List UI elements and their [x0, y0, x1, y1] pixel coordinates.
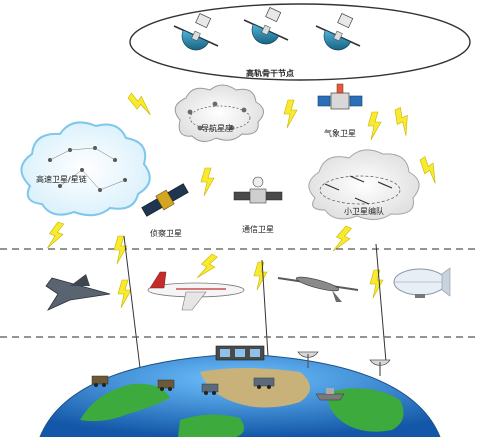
lightning-link	[369, 269, 384, 299]
fighter-jet-icon	[45, 274, 111, 311]
nav-constellation-label: 导航星座	[201, 123, 233, 133]
drone-icon	[277, 276, 359, 302]
lightning-link	[125, 90, 157, 118]
link-lines	[123, 235, 387, 369]
ground-vehicle-icon	[91, 375, 109, 387]
lightning-link	[330, 224, 355, 256]
ground-vehicle-icon	[157, 379, 175, 391]
airship-icon	[393, 267, 451, 298]
lightning-link	[200, 167, 215, 197]
relay-constellation-cloud	[20, 121, 151, 217]
ground-vehicle-icon	[253, 377, 275, 389]
recon-satellite-label: 侦察卫星	[150, 228, 182, 238]
relay-cloud-label: 高速卫星/星链	[36, 174, 87, 184]
small-sat-cluster-cloud	[308, 149, 420, 220]
high-orbit-ellipse	[129, 3, 471, 81]
weather-satellite-label: 气象卫星	[324, 128, 356, 138]
lightning-link	[416, 154, 444, 186]
high-orbit-nodes-label: 高轨骨干节点	[246, 68, 294, 78]
satellite-icon	[233, 176, 283, 204]
ground-vehicle-icon	[201, 383, 219, 395]
lightning-link	[117, 279, 132, 309]
airplane-icon	[147, 271, 245, 311]
lightning-link	[391, 105, 416, 138]
comm-satellite-label: 通信卫星	[242, 224, 274, 234]
small-sat-cluster-label: 小卫星编队	[344, 206, 384, 216]
globe-icon	[39, 353, 441, 437]
nav-constellation-cloud	[174, 84, 264, 142]
radar-dish-icon	[369, 359, 391, 376]
lightning-link	[283, 99, 298, 129]
ground-command-center	[215, 345, 265, 361]
lightning-link	[253, 261, 268, 291]
satellite-icon	[141, 183, 189, 217]
radar-dish-icon	[297, 351, 319, 368]
ship-icon	[315, 388, 345, 401]
lightning-link	[367, 111, 382, 141]
satellite-icon	[317, 83, 363, 110]
lightning-link	[113, 235, 128, 265]
lightning-link	[194, 251, 221, 284]
lightning-link	[44, 220, 67, 252]
